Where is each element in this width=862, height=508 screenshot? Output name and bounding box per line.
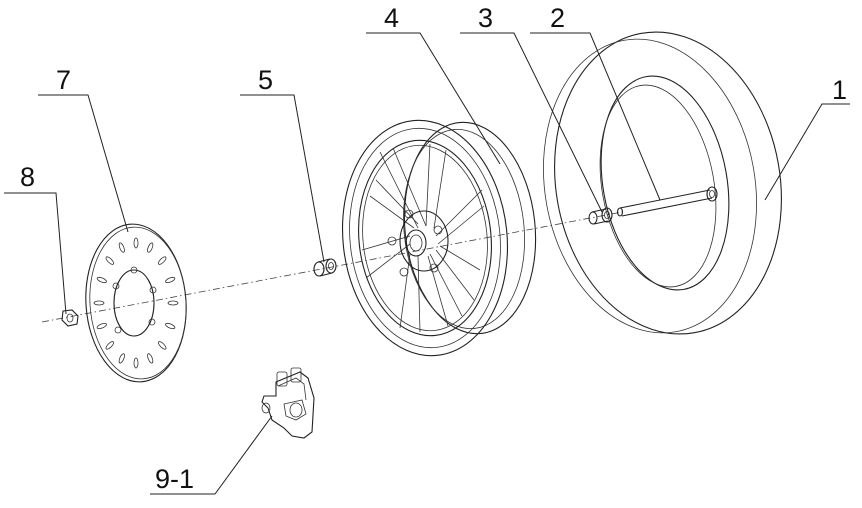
axle-nut — [61, 309, 79, 327]
callout-8: 8 — [20, 162, 35, 192]
disc-vent-slot — [133, 237, 139, 249]
disc-vent-slot — [118, 242, 125, 253]
disc-vent-slot — [118, 353, 125, 364]
bearing-nut — [313, 258, 337, 277]
disc-vent-slot — [147, 353, 154, 364]
disc-vent-slot — [96, 276, 107, 284]
disc-vent-slots — [93, 237, 179, 369]
disc-vent-slot — [105, 341, 115, 350]
brake-caliper — [261, 367, 315, 439]
callout-2: 2 — [550, 3, 565, 33]
callout-1: 1 — [832, 75, 847, 105]
disc-vent-slot — [167, 300, 179, 306]
disc-vent-slot — [157, 341, 167, 350]
disc-vent-slot — [96, 322, 107, 330]
disc-vent-slot — [165, 322, 176, 330]
brake-disc — [85, 223, 187, 383]
disc-vent-slot — [165, 276, 176, 284]
disc-vent-slot — [133, 357, 139, 369]
center-axis-line — [41, 211, 623, 323]
disc-vent-slot — [157, 256, 167, 265]
spacer-bushing — [588, 207, 613, 225]
disc-vent-slot — [147, 242, 154, 253]
callout-5: 5 — [258, 65, 273, 95]
callout-4: 4 — [384, 3, 399, 33]
callout-9-1: 9-1 — [155, 464, 194, 494]
callout-7: 7 — [56, 65, 71, 95]
disc-vent-slot — [93, 300, 105, 306]
wheel-rim — [341, 119, 537, 357]
axle — [616, 186, 718, 217]
leader-lines — [4, 32, 850, 495]
callout-3: 3 — [478, 3, 493, 33]
tire — [543, 31, 782, 335]
disc-vent-slot — [105, 256, 115, 265]
